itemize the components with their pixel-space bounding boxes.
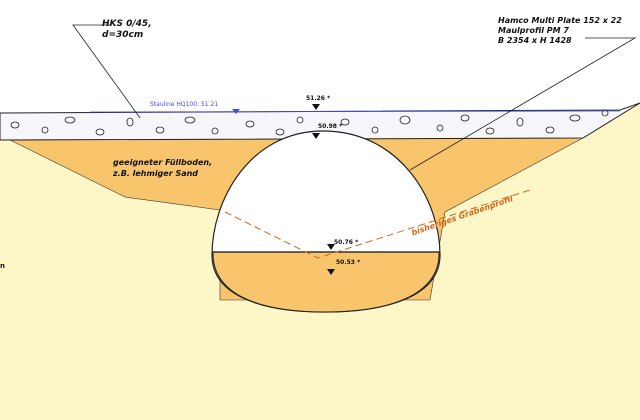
elevation-marker-icon	[327, 244, 335, 250]
elevation-water: 50.76 *	[334, 239, 359, 246]
gravel-label-line: HKS 0/45,	[102, 19, 152, 29]
culvert-water-fill	[212, 251, 440, 313]
gravel-label-line: d=30cm	[102, 30, 144, 40]
fill-label-line: z.B. lehmiger Sand	[113, 169, 199, 178]
fill-label-line: geeigneter Füllboden,	[113, 158, 213, 167]
culvert-label-line: Hamco Multi Plate 152 x 22	[498, 16, 622, 25]
fill-label: geeigneter Füllboden, z.B. lehmiger Sand	[113, 157, 212, 179]
elevation-marker-icon	[327, 269, 335, 275]
water-level-marker-icon	[232, 109, 240, 114]
elevation-invert: 50.53 *	[336, 259, 361, 266]
elevation-marker-icon	[312, 133, 320, 139]
old-trench-profile	[224, 189, 531, 259]
culvert-label-line: Maulprofil PM 7	[498, 26, 569, 35]
culvert-leader	[409, 37, 637, 171]
left-cut-text: n	[0, 262, 5, 270]
water-level-label: Stauline HQ100: 51.21	[150, 101, 219, 108]
gravel-label: HKS 0/45, d=30cm	[102, 19, 152, 41]
gravel-leader	[72, 24, 141, 119]
gravel-stones	[10, 109, 609, 136]
water-level-line	[89, 110, 621, 113]
elevation-marker-icon	[312, 104, 320, 110]
elevation-top: 51.26 *	[306, 95, 331, 102]
culvert-label-line: B 2354 x H 1428	[498, 36, 572, 45]
culvert-label: Hamco Multi Plate 152 x 22 Maulprofil PM…	[498, 16, 622, 46]
elevation-crown: 50.98 *	[318, 123, 343, 130]
